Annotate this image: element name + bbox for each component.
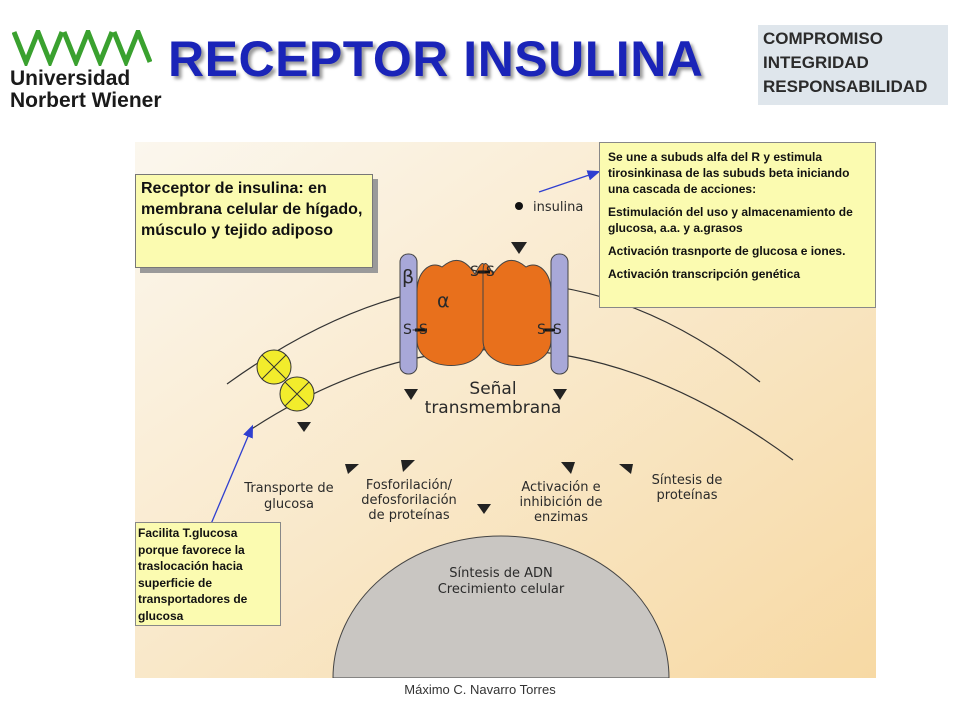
- phosphorylation-label: Fosforilación/ defosforilación de proteí…: [361, 478, 457, 523]
- dna-synthesis-label: Síntesis de ADN Crecimiento celular: [437, 566, 565, 597]
- value-integridad: INTEGRIDAD: [763, 53, 869, 72]
- beta-subunit-right: [550, 253, 569, 375]
- protein-synthesis-label: Síntesis de proteínas: [651, 473, 723, 503]
- beta-label: β: [402, 266, 415, 288]
- action-text-1: Se une a subuds alfa del R y estimula ti…: [608, 150, 850, 196]
- values-badge: COMPROMISO INTEGRIDAD RESPONSABILIDAD: [758, 25, 948, 105]
- action-callout: Se une a subuds alfa del R y estimula ti…: [599, 142, 876, 308]
- enzyme-activation-label: Activación e inhibición de enzimas: [519, 480, 603, 525]
- disulfide-label-top: S–S: [470, 264, 495, 280]
- logo-line-2: Norbert Wiener: [10, 89, 162, 112]
- insulin-receptor-diagram: insulina β α S–S S–S S–S Señal transmemb…: [135, 142, 876, 678]
- transport-label: Transporte de glucosa: [244, 481, 334, 512]
- university-name: Universidad Norbert Wiener: [10, 68, 162, 112]
- value-compromiso: COMPROMISO: [763, 29, 883, 48]
- author-footer: Máximo C. Navarro Torres: [404, 682, 556, 697]
- callout-arrow-glucose: [210, 424, 254, 525]
- action-text-3: Activación trasnporte de glucosa e iones…: [608, 244, 846, 258]
- callout-arrow-action: [538, 170, 601, 193]
- insulin-molecule-icon: [515, 202, 523, 210]
- signal-label: Señal transmembrana: [424, 379, 562, 418]
- insulin-label: insulina: [533, 200, 584, 215]
- logo-line-1: Universidad: [10, 67, 131, 90]
- page-title: RECEPTOR INSULINA: [168, 31, 704, 87]
- university-logo-icon: [12, 30, 152, 66]
- value-responsabilidad: RESPONSABILIDAD: [763, 77, 928, 96]
- disulfide-label-left: S–S: [403, 322, 428, 338]
- receptor-callout: Receptor de insulina: en membrana celula…: [135, 174, 373, 268]
- nucleus: [332, 535, 670, 678]
- glucose-callout: Facilita T.glucosa porque favorece la tr…: [135, 522, 281, 626]
- alpha-subunit-right: [482, 259, 552, 366]
- action-text-4: Activación transcripción genética: [608, 267, 801, 281]
- disulfide-label-right: S–S: [537, 322, 562, 338]
- glucose-transporter-icon: [256, 349, 315, 412]
- signal-arrows: [297, 242, 633, 514]
- alpha-subunit-left: [416, 259, 486, 366]
- action-text-2: Estimulación del uso y almacenamiento de…: [608, 205, 853, 235]
- alpha-label: α: [437, 290, 450, 312]
